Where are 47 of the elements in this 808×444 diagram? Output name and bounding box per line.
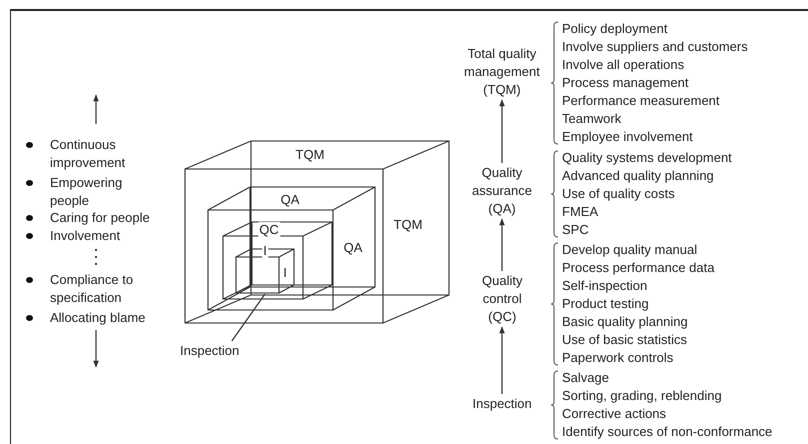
arrow — [499, 99, 505, 163]
list-item: FMEA — [562, 203, 598, 221]
wireframe-cube — [185, 141, 449, 323]
list-item: Employee involvement — [562, 128, 693, 146]
cube-label: QC — [258, 222, 280, 238]
level-label: Quality assurance (QA) — [472, 164, 532, 218]
wireframe-cube — [208, 187, 375, 310]
cube-label: TQM — [294, 147, 326, 163]
cube-label: QA — [342, 240, 364, 256]
list-item: Paperwork controls — [562, 349, 674, 367]
wireframe-cube — [223, 222, 332, 299]
bullet-text: Continuous improvement — [50, 136, 126, 172]
list-item: Product testing — [562, 295, 649, 313]
list-item: Use of basic statistics — [562, 331, 687, 349]
list-item: Self-inspection — [562, 277, 648, 295]
level-label: Total quality management (TQM) — [464, 45, 540, 99]
list-item: SPC — [562, 221, 589, 239]
list-item: Use of quality costs — [562, 185, 675, 203]
level-label: Inspection — [180, 342, 252, 360]
cube-label: TQM — [392, 217, 424, 233]
list-item: Basic quality planning — [562, 313, 688, 331]
list-item: Quality systems development — [562, 149, 732, 167]
list-item: Involve suppliers and customers — [562, 38, 748, 56]
list-item: Corrective actions — [562, 405, 666, 423]
list-item: Advanced quality planning — [562, 167, 714, 185]
list-item: Performance measurement — [562, 92, 720, 110]
list-item: Process management — [562, 74, 688, 92]
bullet-text: Involvement — [50, 227, 122, 245]
list-item: Salvage — [562, 369, 609, 387]
list-item: Develop quality manual — [562, 241, 698, 259]
bullet-text: Empowering people — [50, 174, 124, 210]
bullet-text: Compliance to specification — [50, 271, 134, 307]
level-label: Quality control (QC) — [482, 272, 522, 326]
list-item: Policy deployment — [562, 20, 668, 38]
list-item: Involve all operations — [562, 56, 684, 74]
list-item: Teamwork — [562, 110, 622, 128]
bullet-text: Allocating blame — [50, 309, 146, 327]
arrow — [499, 218, 505, 271]
list-item: Process performance data — [562, 259, 714, 277]
cube-label: QA — [280, 192, 300, 208]
list-item: Sorting, grading, reblending — [562, 387, 722, 405]
leader-line — [231, 294, 266, 342]
cube-label: I — [262, 243, 268, 259]
level-label: Inspection — [472, 395, 532, 413]
bullet-text: Caring for people — [50, 209, 151, 227]
list-item: Identify sources of non-conformance — [562, 423, 772, 441]
arrow — [499, 326, 505, 394]
